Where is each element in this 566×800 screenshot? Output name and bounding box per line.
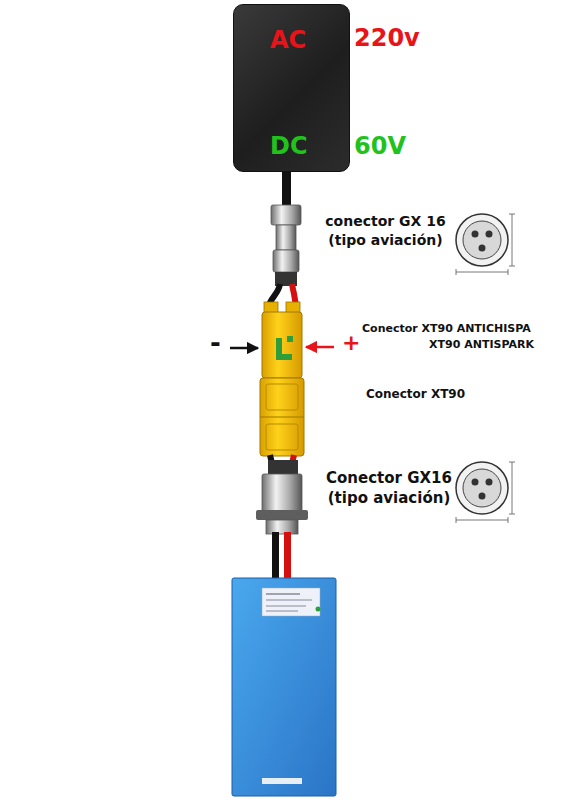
polarity-sign: +	[342, 328, 360, 358]
voltage-label: 220v	[354, 22, 420, 54]
polarity-sign: -	[210, 326, 221, 361]
adapter-text: DC	[270, 133, 308, 159]
connector-label: XT90 ANTISPARK	[429, 338, 534, 353]
connector-label: conector GX 16 (tipo aviación)	[318, 212, 453, 250]
connector-label: Conector GX16 (tipo aviación)	[318, 468, 460, 509]
voltage-label: 60V	[354, 130, 406, 162]
connector-label: Conector XT90	[366, 386, 465, 402]
adapter-text: AC	[270, 27, 306, 53]
power-adapter: AC DC	[233, 4, 350, 172]
connector-label: Conector XT90 ANTICHISPA	[362, 322, 531, 337]
